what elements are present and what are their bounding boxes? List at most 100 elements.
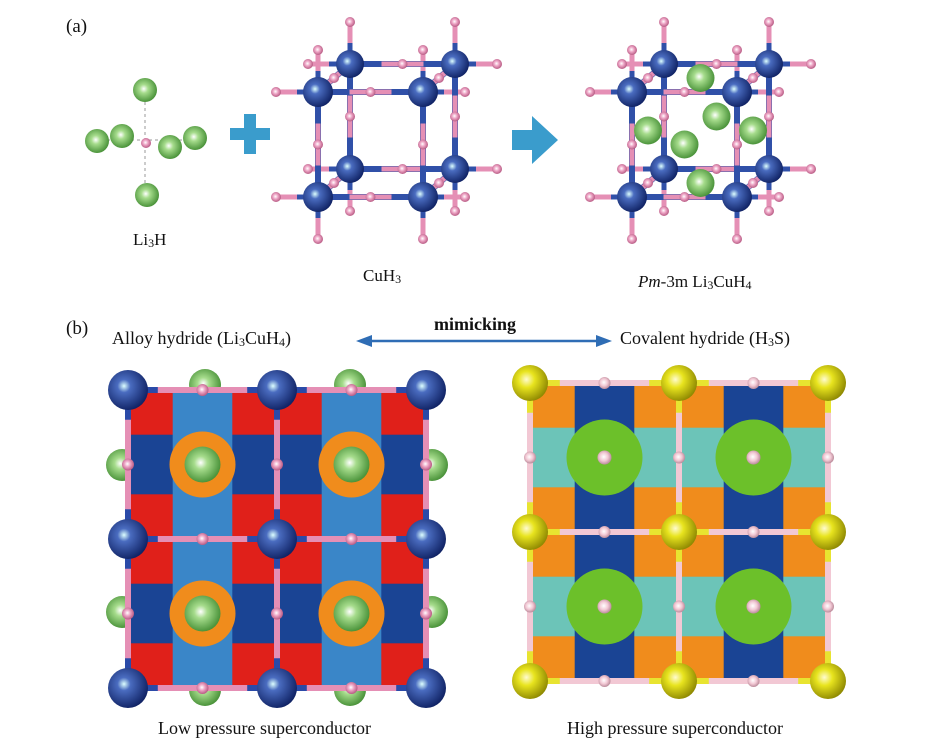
h-atom xyxy=(598,377,611,389)
mimicking-label: mimicking xyxy=(434,314,517,334)
h-atom xyxy=(597,599,612,614)
h-atom xyxy=(345,17,355,27)
panel-b-label: (b) xyxy=(66,318,89,339)
h-atom xyxy=(313,234,323,244)
reaction-arrow-icon xyxy=(512,116,558,164)
h-atom xyxy=(711,164,722,174)
h-atom xyxy=(434,178,444,188)
h-atom xyxy=(617,164,627,174)
h-atom xyxy=(679,192,690,202)
cuh3-label: CuH3 xyxy=(363,266,402,286)
h-atom xyxy=(271,192,281,202)
h-atom xyxy=(774,192,784,202)
h-atom xyxy=(196,384,209,396)
h-atom xyxy=(460,87,470,97)
li-atom xyxy=(133,78,157,102)
cu-atom xyxy=(441,155,469,183)
cu-atom xyxy=(406,668,446,708)
h-atom xyxy=(732,45,742,55)
h-atom xyxy=(627,139,637,150)
h-atom xyxy=(303,59,313,69)
s-atom xyxy=(512,514,548,550)
s-atom xyxy=(661,663,697,699)
s-atom xyxy=(810,663,846,699)
cu-atom xyxy=(617,77,647,107)
s-atom xyxy=(661,365,697,401)
cu-atom xyxy=(257,519,297,559)
li-atom xyxy=(184,595,221,632)
li-atom xyxy=(110,124,134,148)
h-atom xyxy=(585,87,595,97)
li-atom xyxy=(739,116,767,145)
li-atom xyxy=(670,130,699,159)
h-atom xyxy=(585,192,595,202)
cu-atom xyxy=(108,370,148,410)
li3h-label: Li3H xyxy=(133,230,167,250)
li-atom xyxy=(686,64,715,92)
h-atom xyxy=(659,111,669,122)
s-atom xyxy=(661,514,697,550)
h-atom xyxy=(711,59,722,69)
cu-atom xyxy=(336,50,364,78)
h-atom xyxy=(746,450,761,465)
h-atom xyxy=(524,600,536,613)
s-atom xyxy=(512,365,548,401)
h-atom xyxy=(524,451,536,464)
li-atom xyxy=(634,116,662,145)
h-atom xyxy=(420,458,432,471)
cu-atom xyxy=(303,77,333,107)
panel-a-structures xyxy=(85,17,816,244)
h-atom xyxy=(397,164,408,174)
s-atom xyxy=(810,514,846,550)
h-atom xyxy=(492,59,502,69)
h-atom xyxy=(329,178,339,188)
li-atom xyxy=(85,129,109,153)
h-atom xyxy=(345,206,355,216)
li3cuh4-label: Pm-3m Li3CuH4 xyxy=(638,272,752,292)
h-atom xyxy=(329,73,339,83)
h-atom xyxy=(617,59,627,69)
h-atom xyxy=(141,138,151,148)
h-atom xyxy=(673,600,685,613)
h-atom xyxy=(345,111,355,122)
h-atom xyxy=(746,599,761,614)
h-atom xyxy=(732,139,742,150)
h-atom xyxy=(673,451,685,464)
h-atom xyxy=(764,17,774,27)
h-atom xyxy=(434,73,444,83)
cu-atom xyxy=(650,155,678,183)
li3cuh4-elf-map xyxy=(106,369,448,708)
cu-atom xyxy=(408,77,438,107)
h-atom xyxy=(122,458,134,471)
h-atom xyxy=(806,59,816,69)
h-atom xyxy=(748,178,758,188)
h-atom xyxy=(806,164,816,174)
s-atom xyxy=(810,365,846,401)
cu-atom xyxy=(650,50,678,78)
h-atom xyxy=(365,192,376,202)
h-atom xyxy=(345,682,358,694)
h-atom xyxy=(597,450,612,465)
h-atom xyxy=(313,45,323,55)
h-atom xyxy=(196,682,209,694)
cu-atom xyxy=(617,182,647,212)
s-atom xyxy=(512,663,548,699)
h-atom xyxy=(345,533,358,545)
panel-a-label: (a) xyxy=(66,16,88,37)
h-atom xyxy=(774,87,784,97)
h-atom xyxy=(418,45,428,55)
li-atom xyxy=(135,183,159,207)
h-atom xyxy=(418,234,428,244)
cu-atom xyxy=(755,50,783,78)
li-atom xyxy=(158,135,182,159)
h-atom xyxy=(659,206,669,216)
h-atom xyxy=(627,45,637,55)
h-atom xyxy=(420,607,432,620)
h-atom xyxy=(747,675,760,687)
h-atom xyxy=(196,533,209,545)
h-atom xyxy=(598,675,611,687)
h-atom xyxy=(271,87,281,97)
h-atom xyxy=(747,377,760,389)
covalent-hydride-title: Covalent hydride (H3S) xyxy=(620,328,790,349)
h-atom xyxy=(271,458,283,471)
